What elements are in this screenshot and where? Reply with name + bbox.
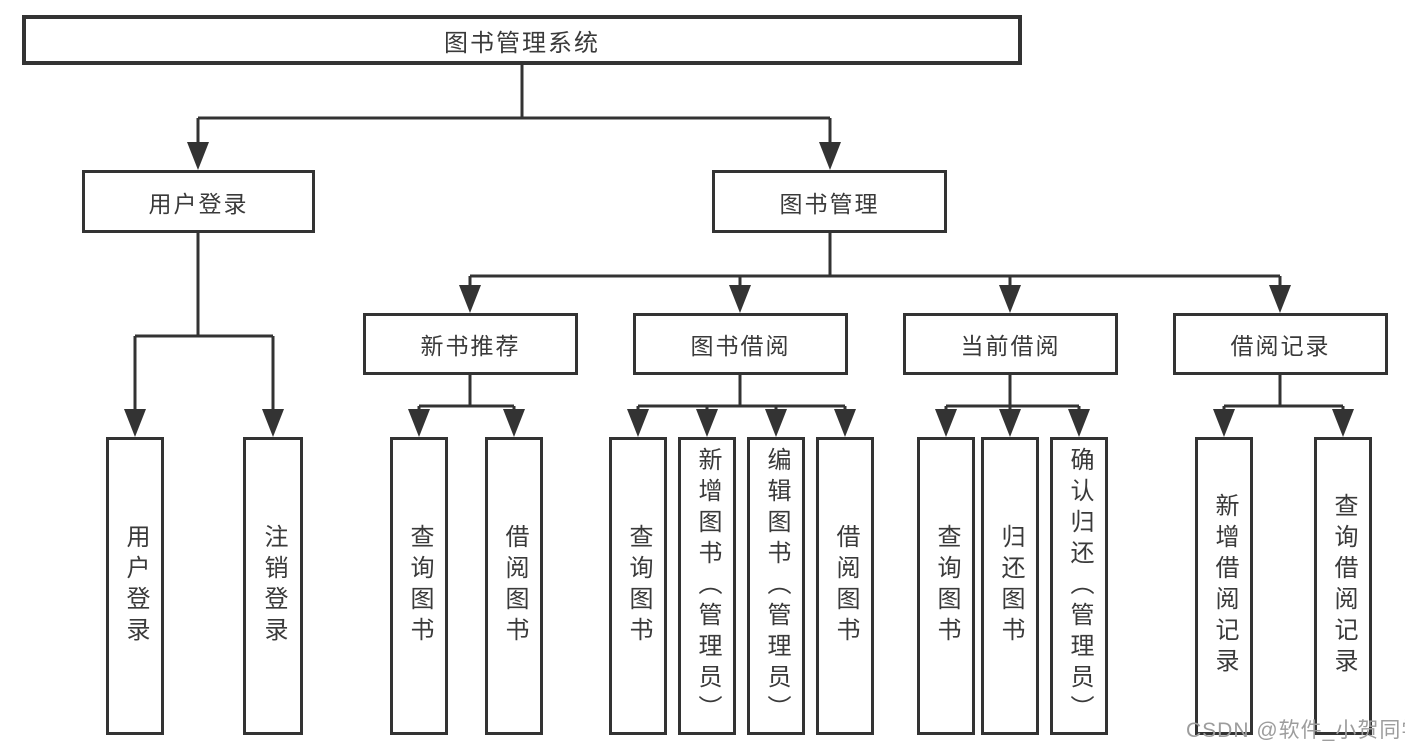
node-label: 图书管理 [779,190,880,217]
leaf-label: 借阅图书 [832,524,859,648]
leaf-label: 借阅图书 [501,524,528,648]
node-user-login: 用户登录 [82,170,315,233]
leaf-label: 用户登录 [122,524,149,648]
node-label: 借阅记录 [1230,333,1331,359]
leaf-borrow-book: 借阅图书 [816,437,874,735]
leaf-label: 注销登录 [260,524,287,648]
leaf-confirm-return-admin: 确认归还（管理员） [1050,437,1108,735]
leaf-label: 归还图书 [997,524,1024,648]
node-borrow-records: 借阅记录 [1173,313,1388,375]
node-book-borrow: 图书借阅 [633,313,848,375]
leaf-query-book-recommend: 查询图书 [390,437,448,735]
leaf-label: 确认归还（管理员） [1066,446,1093,726]
leaf-query-book-current: 查询图书 [917,437,975,735]
leaf-add-book-admin: 新增图书（管理员） [678,437,736,735]
leaf-label: 查询图书 [933,524,960,648]
node-label: 用户登录 [148,190,249,217]
node-label: 图书管理系统 [444,29,600,57]
node-system-root: 图书管理系统 [22,15,1022,65]
csdn-watermark: CSDN @软件_小贺同学 [1186,719,1405,742]
leaf-edit-book-admin: 编辑图书（管理员） [747,437,805,735]
node-label: 当前借阅 [960,333,1061,359]
node-label: 图书借阅 [690,333,791,359]
leaf-borrow-book-recommend: 借阅图书 [485,437,543,735]
leaf-label: 查询图书 [625,524,652,648]
node-book-management: 图书管理 [712,170,947,233]
leaf-label: 编辑图书（管理员） [763,446,790,726]
leaf-label: 查询图书 [406,524,433,648]
node-label: 新书推荐 [420,333,521,359]
leaf-label: 查询借阅记录 [1330,493,1357,679]
leaf-label: 新增借阅记录 [1211,493,1238,679]
leaf-return-book: 归还图书 [981,437,1039,735]
leaf-query-borrow-record: 查询借阅记录 [1314,437,1372,735]
leaf-query-book-borrow: 查询图书 [609,437,667,735]
leaf-label: 新增图书（管理员） [694,446,721,726]
leaf-user-login: 用户登录 [106,437,164,735]
leaf-logout: 注销登录 [243,437,303,735]
node-current-borrow: 当前借阅 [903,313,1118,375]
arrowheads [124,142,1354,437]
node-new-book-recommend: 新书推荐 [363,313,578,375]
leaf-add-borrow-record: 新增借阅记录 [1195,437,1253,735]
